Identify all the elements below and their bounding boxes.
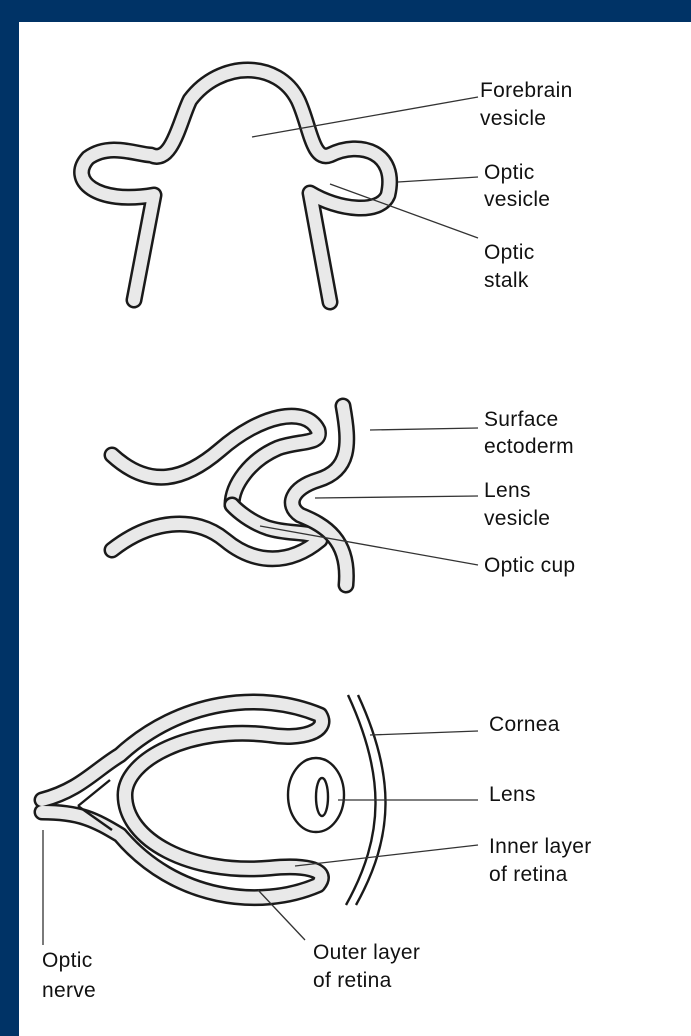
lens-cavity [316,778,328,816]
label-optic-nerve-1: Optic [42,948,93,973]
label-outer-layer-2: of retina [313,968,392,993]
label-lens-vesicle-2: vesicle [484,506,550,531]
label-outer-layer-1: Outer layer [313,940,420,965]
label-optic-vesicle-2: vesicle [484,187,550,212]
label-optic-vesicle-1: Optic [484,160,535,185]
label-cornea: Cornea [489,712,560,737]
stage-2-optic-cup [112,406,347,585]
label-lens: Lens [489,782,536,807]
label-lens-vesicle-1: Lens [484,478,531,503]
label-forebrain-vesicle-1: Forebrain [480,78,573,103]
label-forebrain-vesicle-2: vesicle [480,106,546,131]
label-inner-layer-2: of retina [489,862,568,887]
stage-3-eye [42,695,386,905]
label-surface-ectoderm-1: Surface [484,407,558,432]
forebrain-wall-fill [82,70,390,302]
label-surface-ectoderm-2: ectoderm [484,434,574,459]
forebrain-wall-outline [82,70,390,302]
label-optic-nerve-2: nerve [42,978,96,1003]
label-optic-stalk-1: Optic [484,240,535,265]
label-optic-stalk-2: stalk [484,268,529,293]
label-optic-cup: Optic cup [484,553,575,578]
label-inner-layer-1: Inner layer [489,834,592,859]
stage-1-optic-vesicle [82,70,390,302]
